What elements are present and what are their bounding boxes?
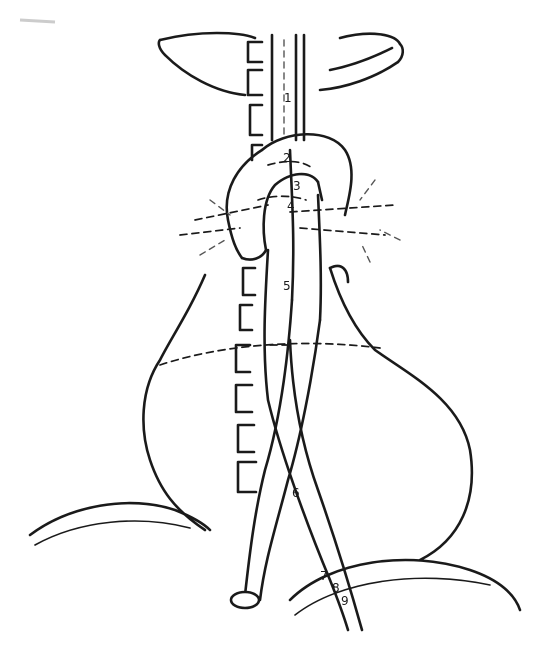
upper-clavicles bbox=[159, 33, 403, 95]
label-1: 1 bbox=[284, 91, 292, 105]
label-9: 9 bbox=[341, 594, 349, 608]
label-2: 2 bbox=[283, 151, 291, 165]
tube-end bbox=[231, 592, 259, 608]
label-6: 6 bbox=[292, 486, 300, 500]
label-4: 4 bbox=[287, 199, 295, 213]
vertebral-column bbox=[236, 42, 262, 492]
trachea bbox=[272, 35, 304, 140]
label-8: 8 bbox=[332, 581, 340, 595]
scan-artifact bbox=[20, 20, 55, 22]
esophagus bbox=[245, 150, 321, 600]
label-7: 7 bbox=[320, 569, 328, 583]
bronchi-lines bbox=[180, 180, 400, 262]
heart-outline bbox=[143, 266, 471, 560]
diaphragm bbox=[30, 503, 520, 615]
label-3: 3 bbox=[293, 179, 301, 193]
label-5: 5 bbox=[283, 279, 291, 293]
nasogastric-tube bbox=[265, 250, 362, 630]
